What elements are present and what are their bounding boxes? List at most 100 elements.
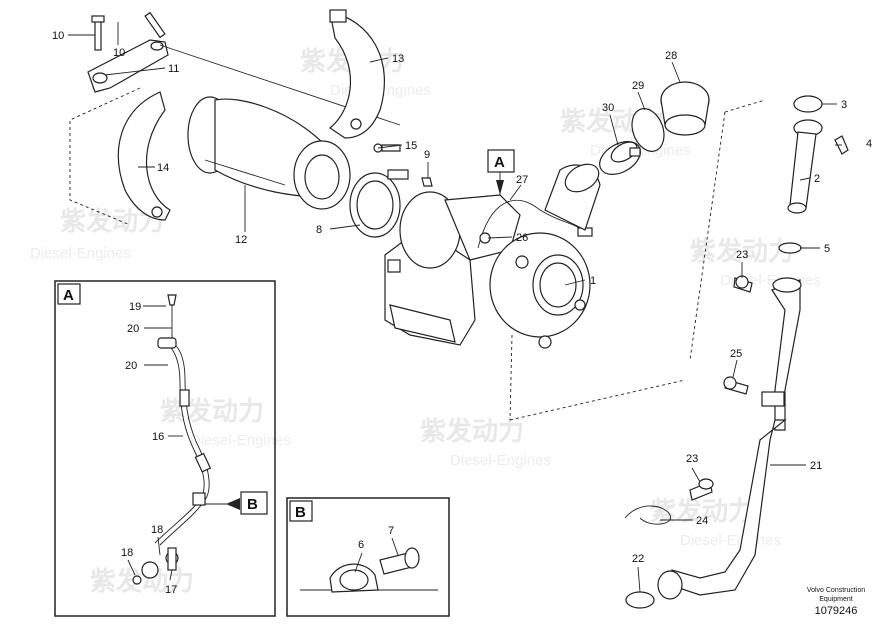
- view-b-callout: B: [205, 491, 268, 515]
- label-4: 4: [866, 138, 872, 150]
- footer-division: Equipment: [819, 596, 853, 603]
- label-17: 17: [165, 584, 177, 596]
- inset-a-flag: [57, 283, 81, 305]
- bolt-17: [167, 547, 177, 571]
- turbocharger-1: [384, 191, 591, 349]
- bolt-23b-head: [698, 478, 714, 490]
- guide-line: [509, 334, 513, 421]
- clamp-hole: [151, 206, 163, 218]
- label-2: 2: [814, 173, 820, 185]
- bracket-hole: [150, 41, 164, 51]
- line-sleeve: [194, 452, 212, 473]
- housing-boss: [387, 259, 401, 273]
- watermark-cn: 紫发动力: [160, 396, 264, 427]
- inset-b-flag: [289, 500, 313, 522]
- label-24: 24: [696, 515, 708, 527]
- pipe-21-upper: [771, 279, 801, 431]
- label-30: 30: [602, 102, 614, 114]
- sleeve-bottom: [664, 114, 706, 136]
- inset-view-a: A: [54, 280, 276, 617]
- banjo-fitting: [141, 561, 159, 579]
- heat-shield-12: [187, 96, 351, 210]
- flag-a-arrow: [496, 180, 504, 195]
- part-labels: 10 10 11 13 14 12 8 9 15 27 26 1 30 29 2…: [52, 30, 872, 596]
- watermark-en: Diesel-Engines: [450, 452, 551, 469]
- v-band-inner: [356, 180, 394, 230]
- guide-lines: [69, 87, 766, 421]
- label-18: 18: [121, 547, 133, 559]
- label-10: 10: [113, 47, 125, 59]
- compressor-inlet: [539, 262, 577, 308]
- oil-line-16: [159, 339, 210, 546]
- label-12: 12: [235, 234, 247, 246]
- label-1: 1: [590, 275, 596, 287]
- inset-a-letter: A: [63, 287, 74, 304]
- view-a-flag: A: [487, 149, 515, 195]
- label-28: 28: [665, 50, 677, 62]
- bolt-head: [91, 15, 105, 23]
- pipe-27: [477, 200, 591, 249]
- bracket-hole: [92, 72, 108, 84]
- flag-a-letter: A: [494, 154, 505, 171]
- guide-line: [69, 87, 141, 226]
- footer-block: Volvo Construction Equipment 1079246: [807, 587, 865, 617]
- sleeve-28: [660, 81, 710, 136]
- watermark-cn: 紫发动力: [420, 416, 524, 447]
- upper-clamp-bracket: [87, 11, 401, 126]
- pipe-21-lower: [669, 419, 787, 596]
- label-26: 26: [516, 232, 528, 244]
- bolt-10: [94, 19, 102, 51]
- guide-line: [509, 379, 686, 421]
- label-15: 15: [405, 140, 417, 152]
- banjo-bolt-19: [167, 294, 177, 306]
- watermark-cn: 紫发动力: [690, 236, 794, 267]
- shield-seam: [204, 159, 286, 186]
- label-10: 10: [52, 30, 64, 42]
- label-6: 6: [358, 539, 364, 551]
- bolt-10b: [144, 11, 166, 39]
- hose-clamp-30: [599, 141, 641, 175]
- inset-b-letter: B: [295, 504, 306, 521]
- pipe-bracket: [761, 391, 785, 407]
- watermark-en: Diesel-Engines: [30, 245, 131, 262]
- oil-return-assembly: [624, 95, 849, 609]
- label-7: 7: [388, 525, 394, 537]
- guide-line: [689, 111, 726, 361]
- drawing-number: 1079246: [815, 605, 858, 617]
- label-5: 5: [824, 243, 830, 255]
- washer-18b: [132, 575, 142, 585]
- shield-outlet: [304, 154, 340, 200]
- p-clamp-loop: [339, 569, 369, 591]
- label-14: 14: [157, 162, 169, 174]
- seal-ring-29: [631, 108, 665, 152]
- bolt-7-head: [404, 547, 420, 569]
- guide-line: [724, 99, 766, 113]
- label-18: 18: [151, 524, 163, 536]
- v-band-lug: [387, 169, 409, 180]
- label-25: 25: [730, 348, 742, 360]
- housing-stud: [538, 335, 552, 349]
- flag-b-arrow: [226, 498, 240, 510]
- label-20: 20: [125, 360, 137, 372]
- half-clamp-13: [328, 9, 385, 139]
- watermark-en: Diesel-Engines: [680, 532, 781, 549]
- label-16: 16: [152, 431, 164, 443]
- gasket-3: [793, 95, 823, 113]
- clamp-tab: [329, 9, 347, 23]
- turbine-flange: [389, 304, 456, 343]
- inset-b-frame: [286, 497, 450, 617]
- elbow-mouth: [564, 163, 600, 193]
- oil-line-16-edge: [154, 339, 205, 544]
- clamp-13: [328, 11, 385, 139]
- label-21: 21: [810, 460, 822, 472]
- inset-a-frame: [54, 280, 276, 617]
- label-29: 29: [632, 80, 644, 92]
- housing-stud: [574, 299, 586, 311]
- half-clamp-14: [117, 91, 171, 221]
- o-ring-5: [778, 242, 802, 254]
- line-fitting-20: [157, 337, 177, 349]
- center-housing: [444, 194, 521, 261]
- label-3: 3: [841, 99, 847, 111]
- housing-stud: [515, 255, 529, 269]
